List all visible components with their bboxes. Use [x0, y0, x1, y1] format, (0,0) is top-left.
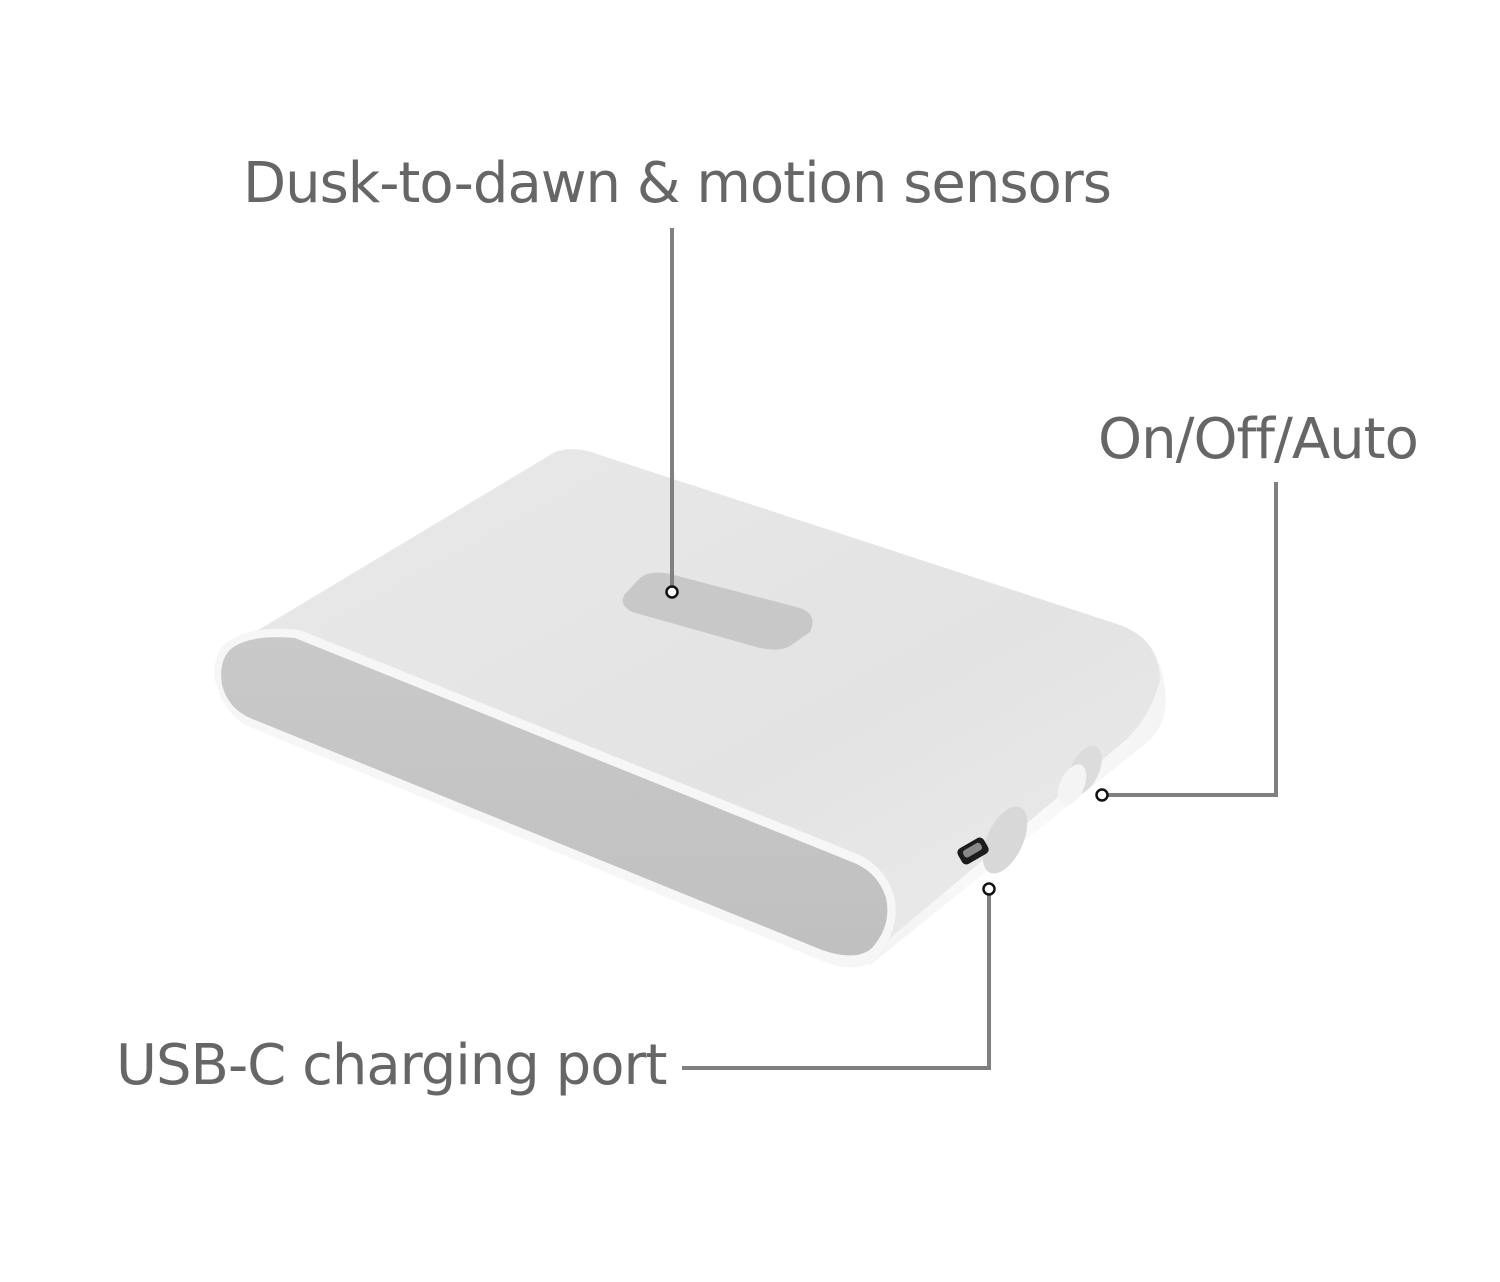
anchor-dots	[665, 585, 1109, 896]
device-body	[214, 449, 1166, 968]
usb-callout-label: USB-C charging port	[116, 1033, 667, 1098]
usb-anchor-dot	[982, 882, 996, 896]
usb-leader-line	[682, 890, 991, 1070]
usb-c-port	[957, 806, 1028, 874]
slide-switch	[1057, 745, 1102, 806]
front-panel	[221, 637, 888, 956]
sensor-callout-label: Dusk-to-dawn & motion sensors	[243, 151, 1112, 216]
switch-callout-label: On/Off/Auto	[1098, 407, 1419, 472]
switch-anchor-dot	[1095, 788, 1109, 802]
leader-lines	[670, 228, 1278, 1070]
sensor-anchor-dot	[665, 585, 679, 599]
switch-leader-line	[1103, 482, 1278, 797]
